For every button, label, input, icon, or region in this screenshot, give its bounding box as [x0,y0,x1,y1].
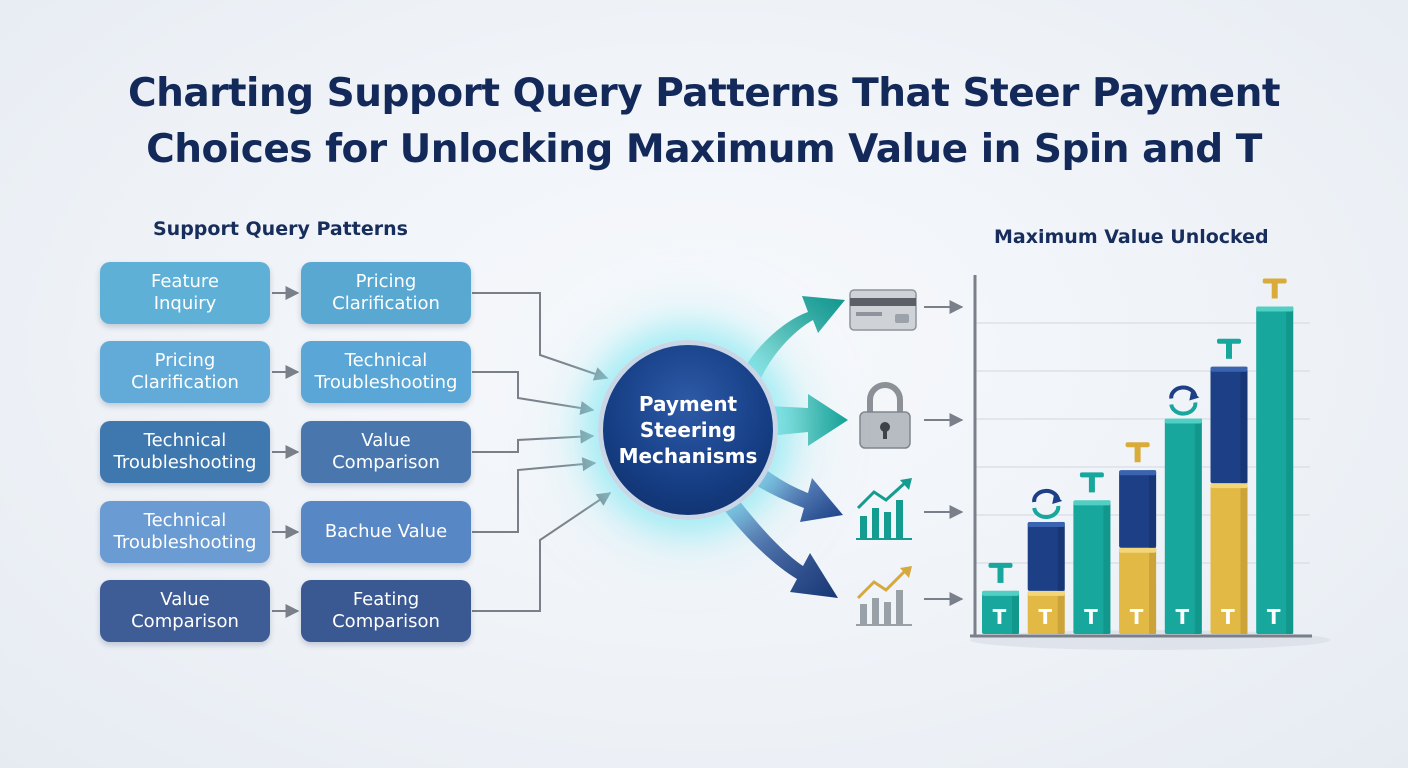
query-box-bachue-value[interactable]: Bachue Value [301,501,471,563]
bar-segment [982,590,1019,634]
query-label: Comparison [332,452,440,473]
cycle-icon [1169,385,1200,416]
bar-base-symbol: T [993,605,1007,629]
tee-gold-icon [1262,278,1287,299]
bar-segment-shade [1103,500,1111,634]
title-line-1: Charting Support Query Patterns That Ste… [127,71,1281,116]
tee-gold-icon [1125,442,1150,463]
bar-segment [1210,483,1248,634]
credit-card-icon [849,289,917,331]
bar-segment-cap [1073,500,1111,506]
tee-icon [988,562,1013,583]
query-label: Comparison [332,611,440,632]
hub-label-line-2: Steering [639,418,737,442]
tee-icon [1217,338,1241,359]
chart-inlet-arrows [924,300,964,606]
query-label: Troubleshooting [113,452,257,473]
query-label: Value [361,430,411,451]
bar-segment-shade [1149,547,1157,634]
row-arrows [272,286,300,618]
query-label: Feature [150,271,220,292]
query-label: Inquiry [153,293,217,314]
bar-segment-shade [1012,590,1019,634]
cycle-icon [1032,488,1063,519]
bar-segment [1256,306,1294,634]
bar-base-symbol: T [1130,605,1144,629]
bar-segment-cap [1210,483,1248,489]
support-query-heading: Support Query Patterns [153,218,408,240]
hub-label-line-1: Payment [638,392,738,416]
bar-segment [1119,470,1157,548]
hub-label-line-3: Mechanisms [618,444,758,468]
bar-segment-shade [1240,366,1248,484]
query-label: Feating [352,589,420,610]
bar-segment [1210,366,1248,484]
bar-segment-cap [1164,418,1202,424]
bar-segment-cap [1119,470,1157,476]
padlock-icon [859,382,911,449]
output-arrows [722,296,848,598]
bar-segment [1073,500,1111,634]
bar-segment [1164,418,1202,634]
bar-segment-cap [1210,366,1248,372]
bar-segment-shade [1240,483,1248,634]
bar-segment-shade [1057,521,1065,591]
query-label: Value [160,589,210,610]
max-value-heading: Maximum Value Unlocked [994,226,1269,248]
query-label: Pricing [154,350,216,371]
trend-chart-icon [856,566,912,626]
query-label: Technical [344,350,428,371]
bar-segment-shade [1149,470,1157,548]
query-label: Clarification [131,372,239,393]
query-label: Pricing [355,271,417,292]
bar-segment-shade [1194,418,1202,634]
payment-steering-hub[interactable]: Payment Steering Mechanisms [598,340,778,520]
bar-base-symbol: T [1084,605,1098,629]
query-label: Technical [143,510,227,531]
bar-segment-cap [1119,547,1157,553]
bar-base-symbol: T [1221,605,1235,629]
query-label: Bachue Value [324,521,448,542]
bar-base-symbol: T [1038,605,1052,629]
page-title: Charting Support Query Patterns That Ste… [0,66,1408,178]
query-label: Comparison [131,611,239,632]
query-label: Technical [143,430,227,451]
bar-base-symbol: T [1175,605,1189,629]
bar-segment-cap [1027,521,1065,527]
bar-base-symbol: T [1267,605,1281,629]
title-line-2: Choices for Unlocking Maximum Value in S… [146,127,1262,172]
query-label: Clarification [332,293,440,314]
growth-chart-icon [856,478,912,540]
bar-segment-cap [1027,590,1065,596]
bar-segment-cap [982,590,1019,596]
hub-connectors [472,292,612,612]
bar-segment-shade [1057,590,1065,634]
bar-segment [1027,590,1065,634]
bar-segment [1027,521,1065,591]
bar-segment-cap [1256,306,1294,312]
tee-icon [1079,472,1104,493]
bar-segment [1119,547,1157,634]
query-label: Troubleshooting [113,532,257,553]
bar-segment-shade [1286,306,1294,634]
query-label: Troubleshooting [314,372,458,393]
